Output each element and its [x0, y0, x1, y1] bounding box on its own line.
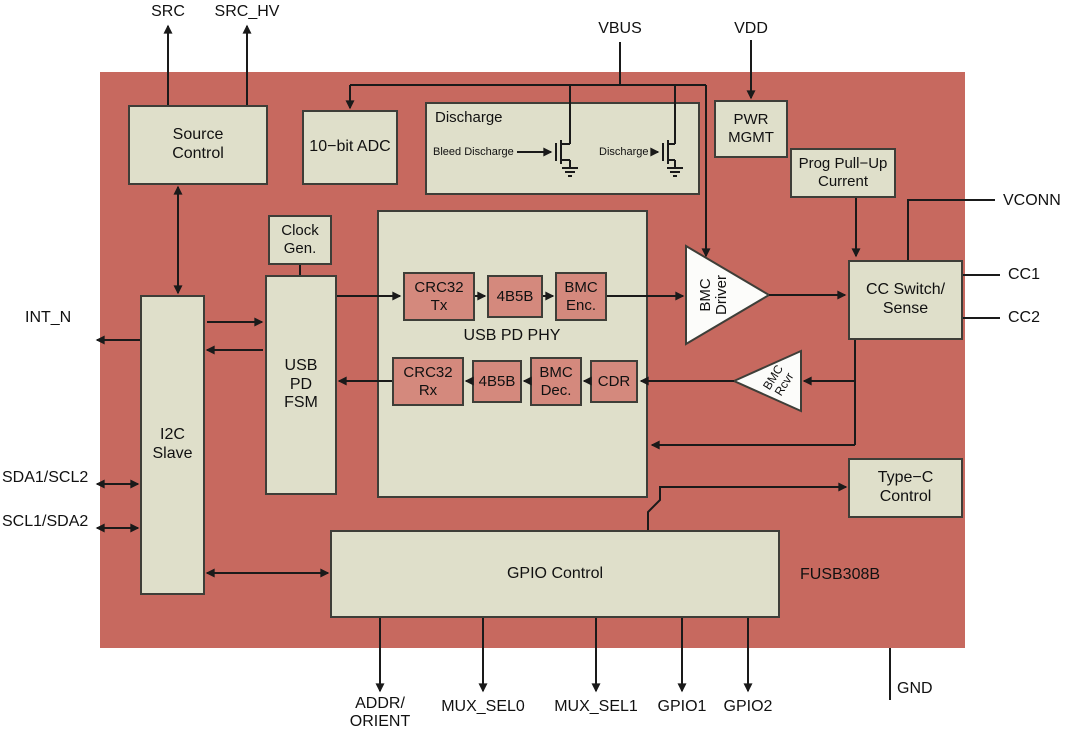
pin-int-n: INT_N: [25, 309, 72, 326]
pin-sda1-scl2: SDA1/SCL2: [2, 469, 89, 486]
pin-vconn: VCONN: [1003, 192, 1061, 209]
block-usb-pd-fsm: USB PD FSM: [265, 275, 337, 495]
block-bmc-dec: BMC Dec.: [530, 357, 582, 406]
bmc-driver-label: BMC Driver: [696, 275, 731, 315]
chip-name-label: FUSB308B: [800, 566, 881, 583]
pin-addr-orient: ADDR/ ORIENT: [349, 695, 411, 730]
pin-mux-sel0: MUX_SEL0: [441, 698, 525, 715]
block-4b5b-rx: 4B5B: [472, 360, 522, 403]
usb-pd-phy-label: USB PD PHY: [463, 327, 561, 344]
block-i2c-slave: I2C Slave: [140, 295, 205, 595]
block-gpio-control: GPIO Control: [330, 530, 780, 618]
discharge-small-label: Discharge: [599, 146, 649, 158]
pin-gpio2: GPIO2: [723, 698, 773, 715]
discharge-title: Discharge: [435, 109, 503, 126]
pin-scl1-sda2: SCL1/SDA2: [2, 513, 89, 530]
pin-cc2: CC2: [1008, 309, 1041, 326]
pin-vbus: VBUS: [598, 20, 642, 37]
pin-src: SRC: [151, 3, 185, 20]
pin-gnd: GND: [897, 680, 933, 697]
pin-src-hv: SRC_HV: [214, 3, 280, 20]
block-crc32-rx: CRC32 Rx: [392, 357, 464, 406]
block-cc-switch-sense: CC Switch/ Sense: [848, 260, 963, 340]
block-4b5b-tx: 4B5B: [487, 275, 543, 318]
pin-vdd: VDD: [734, 20, 768, 37]
block-source-control: Source Control: [128, 105, 268, 185]
block-10bit-adc: 10−bit ADC: [302, 110, 398, 185]
pin-gpio1: GPIO1: [657, 698, 707, 715]
block-usb-pd-phy: [377, 210, 648, 498]
block-bmc-enc: BMC Enc.: [555, 272, 607, 321]
block-clock-gen: Clock Gen.: [268, 215, 332, 265]
pin-cc1: CC1: [1008, 266, 1041, 283]
bleed-discharge-label: Bleed Discharge: [433, 146, 514, 158]
block-crc32-tx: CRC32 Tx: [403, 272, 475, 321]
block-cdr: CDR: [590, 360, 638, 403]
block-prog-pullup-current: Prog Pull−Up Current: [790, 148, 896, 198]
block-pwr-mgmt: PWR MGMT: [714, 100, 788, 158]
block-type-c-control: Type−C Control: [848, 458, 963, 518]
pin-mux-sel1: MUX_SEL1: [554, 698, 638, 715]
